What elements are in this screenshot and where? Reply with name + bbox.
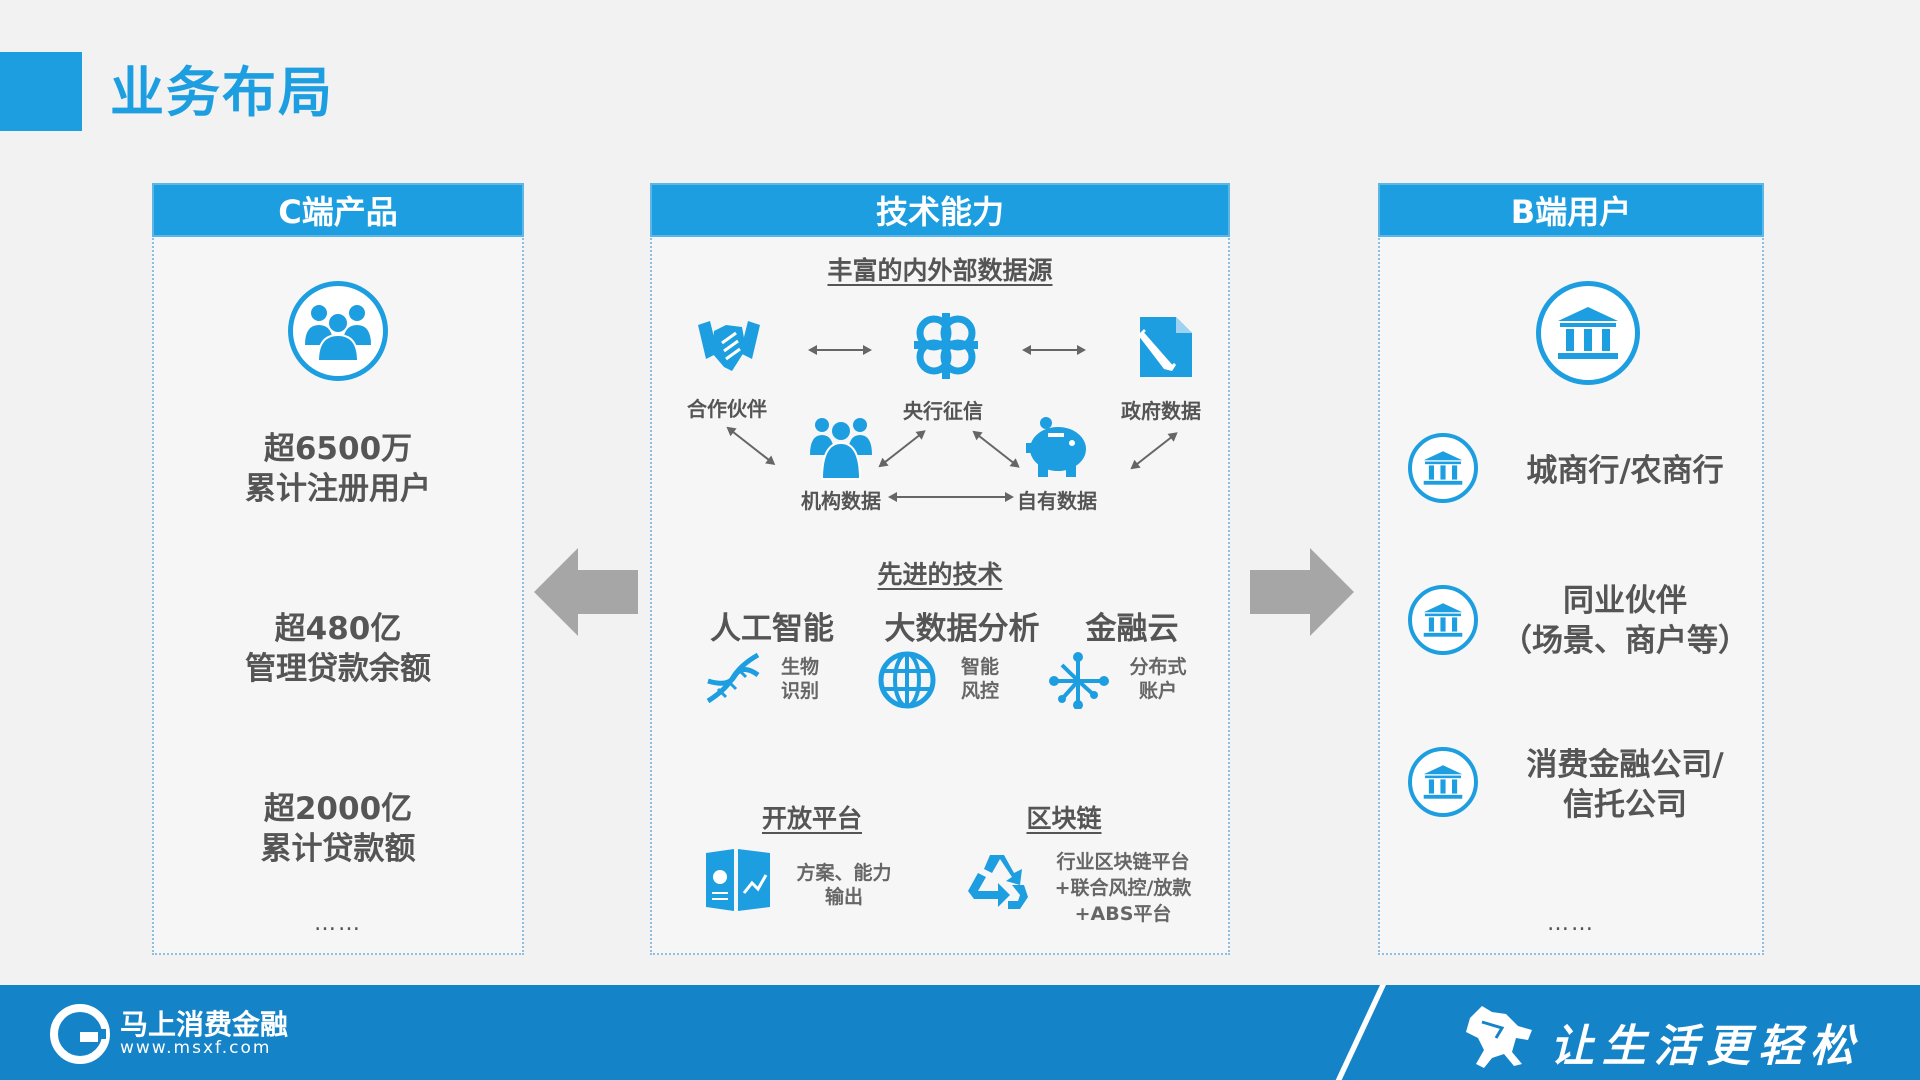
- footer-url: www.msxf.com: [120, 1038, 272, 1058]
- cloud-desc: 分布式 账户: [1118, 655, 1198, 703]
- bank-icon: [1408, 747, 1478, 817]
- bigdata-desc-line2: 风控: [960, 680, 999, 702]
- horse-mascot-icon: [1466, 1006, 1532, 1068]
- connector-arrow: [879, 430, 925, 467]
- open-platform-desc-line2: 输出: [824, 886, 863, 908]
- globe-icon: [878, 651, 936, 709]
- stat-label: 累计注册用户: [245, 471, 431, 507]
- bigdata-desc-line1: 智能: [960, 656, 999, 678]
- stat-value: 超480亿: [274, 611, 402, 647]
- institution-label: 机构数据: [801, 489, 881, 513]
- connector-arrow: [1022, 345, 1086, 355]
- b-item-line2: （场景、商户等）: [1501, 623, 1749, 659]
- c-products-header: C端产品: [152, 183, 524, 237]
- b-item-consumer-finance: 消费金融公司/ 信托公司: [1490, 745, 1760, 825]
- government-label: 政府数据: [1121, 399, 1201, 423]
- stat-total-loans: 超2000亿 累计贷款额: [154, 789, 522, 869]
- ai-desc-line2: 识别: [780, 680, 819, 702]
- network-icon: [1049, 652, 1109, 709]
- b-item-line2: 信托公司: [1563, 787, 1687, 823]
- stat-registered-users: 超6500万 累计注册用户: [154, 429, 522, 509]
- stat-value: 超6500万: [263, 431, 413, 467]
- more-ellipsis: ……: [1547, 911, 1595, 936]
- advanced-tech-title: 先进的技术: [877, 560, 1003, 589]
- partner-label: 合作伙伴: [687, 397, 767, 421]
- b-item-line1: 城商行/农商行: [1526, 453, 1724, 489]
- bank-icon: [1408, 585, 1478, 655]
- connector-arrow: [973, 431, 1019, 468]
- central-bank-icon: [914, 313, 978, 379]
- central-bank-label: 央行征信: [903, 399, 983, 423]
- tech-capability-header: 技术能力: [650, 183, 1230, 237]
- ai-desc: 生物 识别: [770, 655, 830, 703]
- b-item-city-bank: 城商行/农商行: [1490, 451, 1760, 491]
- ai-desc-line1: 生物: [780, 656, 819, 678]
- connector-arrow: [727, 427, 775, 465]
- more-ellipsis: ……: [314, 911, 362, 936]
- open-platform-title: 开放平台: [761, 804, 862, 833]
- dna-icon: [706, 652, 760, 704]
- connector-arrow: [808, 345, 872, 355]
- b-item-peer-partner: 同业伙伴 （场景、商户等）: [1490, 581, 1760, 661]
- own-data-label: 自有数据: [1017, 489, 1097, 513]
- left-arrow-icon: [534, 548, 638, 636]
- bank-icon: [1408, 433, 1478, 503]
- blockchain-desc: 行业区块链平台 +联合风控/放款 +ABS平台: [1038, 849, 1208, 927]
- users-icon: [288, 281, 388, 381]
- stat-label: 累计贷款额: [260, 831, 416, 867]
- cloud-desc-line1: 分布式: [1129, 656, 1187, 678]
- stat-label: 管理贷款余额: [245, 651, 431, 687]
- footer-brand: 马上消费金融: [120, 1008, 289, 1041]
- report-icon: [706, 849, 770, 911]
- connector-arrow: [888, 492, 1014, 502]
- b-item-line1: 消费金融公司/: [1526, 747, 1724, 783]
- b-users-header: B端用户: [1378, 183, 1764, 237]
- ai-title: 人工智能: [710, 611, 834, 647]
- page-title: 业务布局: [110, 61, 334, 124]
- blockchain-desc-line1: 行业区块链平台: [1056, 851, 1190, 873]
- open-platform-desc-line1: 方案、能力: [796, 862, 892, 884]
- open-platform-desc: 方案、能力 输出: [784, 861, 904, 909]
- c-products-panel: C端产品 超6500万 累计注册用户 超480亿 管理贷款余额 超2000亿 累…: [152, 183, 524, 955]
- blockchain-desc-line2: +联合风控/放款: [1054, 877, 1192, 899]
- tech-capability-panel: 技术能力 丰富的内外部数据源 合作伙伴 央行征信 政府数据 机构数据: [650, 183, 1230, 955]
- bank-icon: [1536, 281, 1640, 385]
- b-item-line1: 同业伙伴: [1563, 583, 1687, 619]
- right-arrow-icon: [1250, 548, 1354, 636]
- brand-logo-icon: [50, 1004, 110, 1064]
- footer-slogan: 让生活更轻松: [1550, 1021, 1862, 1072]
- bigdata-desc: 智能 风控: [950, 655, 1010, 703]
- footer-bar: [0, 985, 1920, 1080]
- group-icon: [810, 418, 872, 480]
- data-sources-title: 丰富的内外部数据源: [827, 256, 1053, 285]
- b-users-panel: B端用户 城商行/农商行 同业伙伴 （场景、商户等） 消费金融公司/ 信托公司 …: [1378, 183, 1764, 955]
- title-accent-block: [0, 52, 82, 131]
- bigdata-title: 大数据分析: [884, 611, 1040, 647]
- blockchain-title: 区块链: [1026, 804, 1102, 833]
- recycle-icon: [968, 855, 1028, 909]
- cloud-desc-line2: 账户: [1138, 680, 1177, 702]
- connector-arrow: [1131, 432, 1177, 469]
- document-edit-icon: [1138, 317, 1192, 377]
- cloud-title: 金融云: [1085, 611, 1179, 647]
- stat-value: 超2000亿: [263, 791, 413, 827]
- handshake-icon: [698, 321, 760, 371]
- blockchain-desc-line3: +ABS平台: [1074, 903, 1172, 925]
- piggy-bank-icon: [1026, 417, 1086, 477]
- stat-loan-balance: 超480亿 管理贷款余额: [154, 609, 522, 689]
